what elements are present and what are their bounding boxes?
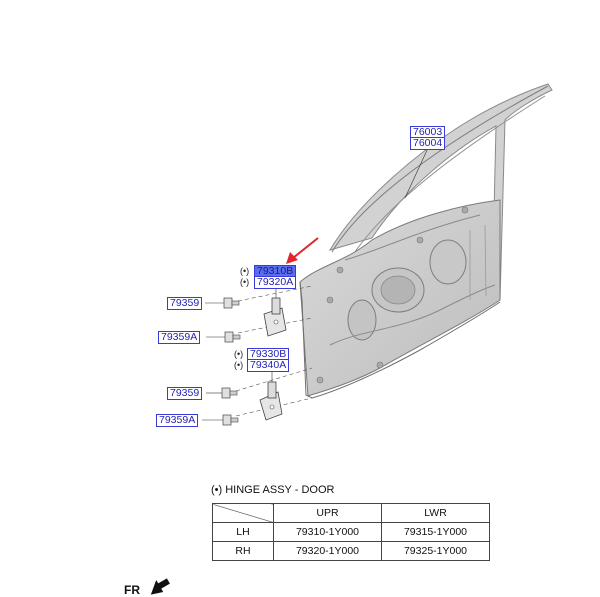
hinge-part-table: UPR LWR LH 79310-1Y000 79315-1Y000 RH 79…: [212, 503, 490, 561]
callout-79340a[interactable]: 79340A: [247, 359, 290, 372]
bolt-79359-top: [223, 297, 240, 309]
bolt-79359a-bottom: [222, 414, 239, 426]
callout-79320a[interactable]: 79320A: [254, 276, 297, 289]
table-cell-lwr: 79315-1Y000: [381, 522, 490, 542]
bolt-79359-bottom: [221, 387, 238, 399]
front-direction-label: FR: [124, 583, 140, 597]
table-header-upr: UPR: [273, 503, 382, 523]
table-cell-side: LH: [212, 522, 274, 542]
callout-79359a-top[interactable]: 79359A: [158, 331, 201, 344]
hinge-assy-marker: (•): [240, 277, 250, 287]
callout-79359a-bottom[interactable]: 79359A: [156, 414, 199, 427]
table-row: RH 79320-1Y000 79325-1Y000: [212, 541, 490, 561]
callout-76004[interactable]: 76004: [410, 137, 446, 150]
table-cell-side: RH: [212, 541, 274, 561]
bolt-79359a-top: [224, 331, 241, 343]
hinge-assy-marker: (•): [234, 360, 244, 370]
red-pointer-arrow-icon: [286, 237, 319, 264]
front-direction-arrow-icon: [150, 578, 170, 595]
callout-79359-top[interactable]: 79359: [167, 297, 203, 310]
table-header-corner: [212, 503, 274, 523]
table-header-lwr: LWR: [381, 503, 490, 523]
hinge-assy-caption: (•) HINGE ASSY - DOOR: [211, 484, 335, 496]
table-cell-upr: 79310-1Y000: [273, 522, 382, 542]
table-header-row: UPR LWR: [212, 503, 490, 523]
callout-79359-bottom[interactable]: 79359: [167, 387, 203, 400]
hinge-assy-marker: (•): [240, 266, 250, 276]
lower-hinge-part: [259, 381, 283, 421]
table-row: LH 79310-1Y000 79315-1Y000: [212, 522, 490, 542]
table-cell-lwr: 79325-1Y000: [381, 541, 490, 561]
table-cell-upr: 79320-1Y000: [273, 541, 382, 561]
hinge-assy-marker: (•): [234, 349, 244, 359]
upper-hinge-part: [263, 297, 287, 337]
